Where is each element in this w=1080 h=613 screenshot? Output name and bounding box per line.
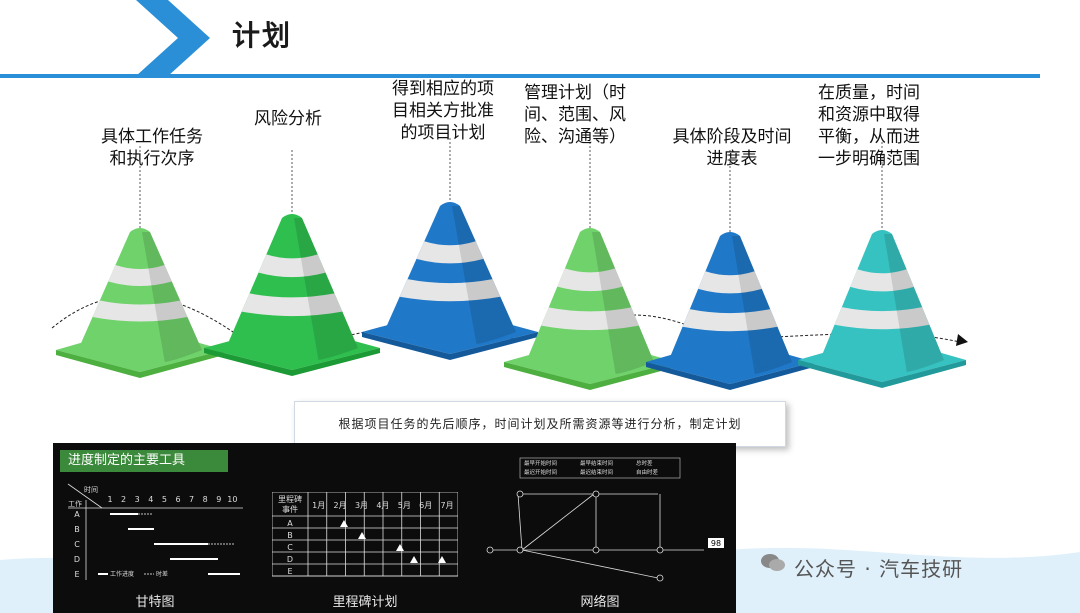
network-legend-6: 自由时差: [636, 468, 659, 476]
gantt-corner-bottom: 工作: [68, 499, 82, 508]
cone-label-5: 具体阶段及时间进度表: [672, 127, 792, 169]
cone-label-1: 具体工作任务和执行次序: [101, 127, 203, 169]
gantt-col-label: 8: [203, 495, 208, 504]
gantt-caption: 甘特图: [135, 595, 175, 610]
gantt-col-label: 5: [162, 495, 167, 504]
network-legend-3: 总时差: [636, 459, 653, 467]
network-legend-2: 最早结束时间: [580, 459, 613, 467]
network-node: [656, 546, 664, 554]
network-diagram: 最早开始时间 最早结束时间 总时差 最迟开始时间 最迟结束时间 自由时差 98: [486, 457, 724, 582]
cone-6: [798, 142, 966, 388]
gantt-row-label: A: [74, 510, 80, 519]
gantt-col-label: 9: [216, 495, 221, 504]
milestone-month: 1月: [312, 501, 325, 510]
milestone-mark: [340, 520, 348, 527]
cone-3: [362, 138, 538, 360]
gantt-col-label: 1: [107, 495, 112, 504]
header-divider: [0, 74, 1040, 78]
gantt-row-label: B: [74, 525, 80, 534]
gantt-row-label: D: [74, 555, 80, 564]
network-node: [486, 546, 494, 554]
milestone-mark: [358, 532, 366, 539]
milestone-mark: [396, 544, 404, 551]
gantt-col-label: 7: [189, 495, 194, 504]
gantt-legend-float: 时差: [156, 570, 168, 578]
gantt-corner-top: 时间: [84, 485, 98, 494]
network-legend-4: 最迟开始时间: [524, 468, 557, 476]
milestone-caption: 里程碑计划: [332, 595, 398, 610]
network-node: [656, 574, 664, 582]
cone-1: [56, 146, 224, 378]
chevron-logo-icon: [0, 0, 210, 80]
gantt-col-label: 2: [121, 495, 126, 504]
milestone-mark: [410, 556, 418, 563]
network-legend-1: 最早开始时间: [524, 459, 557, 467]
milestone-row-label: E: [287, 567, 292, 576]
cone-4: [504, 142, 676, 390]
network-node: [516, 490, 524, 498]
milestone-month: 5月: [398, 501, 411, 510]
milestone-row-label: D: [287, 555, 293, 564]
flow-arrow-icon: [956, 334, 968, 346]
network-caption: 网络图: [580, 595, 620, 610]
milestone-month: 4月: [376, 501, 389, 510]
milestone-month: 6月: [419, 501, 432, 510]
milestone-month: 2月: [334, 501, 347, 510]
milestone-head-1: 里程碑: [278, 494, 302, 504]
wechat-icon: [760, 552, 786, 574]
cone-label-3: 得到相应的项目相关方批准的项目计划: [392, 79, 494, 143]
tools-header: 进度制定的主要工具: [60, 450, 228, 472]
milestone-row-label: A: [287, 519, 293, 528]
milestone-head-2: 事件: [282, 504, 298, 514]
milestone-mark: [438, 556, 446, 563]
network-node: [516, 546, 524, 554]
milestone-row-label: C: [287, 543, 293, 552]
planning-note: 根据项目任务的先后顺序，时间计划及所需资源等进行分析，制定计划: [294, 401, 786, 447]
watermark-text: 公众号 · 汽车技研: [794, 557, 964, 581]
gantt-col-label: 6: [175, 495, 180, 504]
network-legend-5: 最迟结束时间: [580, 468, 613, 476]
gantt-row-label: C: [74, 540, 80, 549]
cone-5: [646, 150, 814, 390]
cone-label-2: 风险分析: [254, 109, 322, 129]
network-node: [592, 546, 600, 554]
gantt-col-label: 3: [135, 495, 140, 504]
gantt-row-label: E: [74, 570, 79, 579]
cone-2: [204, 150, 380, 376]
network-end-value: 98: [711, 539, 721, 548]
page-title: 计划: [232, 19, 293, 52]
cones-diagram: [51, 138, 968, 390]
gantt-legend-progress: 工作进度: [110, 570, 134, 578]
cone-label-6: 在质量，时间和资源中取得平衡，从而进一步明确范围: [818, 83, 920, 169]
milestone-row-label: B: [287, 531, 293, 540]
cone-label-4: 管理计划（时间、范围、风险、沟通等）: [524, 83, 626, 147]
milestone-month: 7月: [441, 501, 454, 510]
gantt-col-label: 4: [148, 495, 153, 504]
milestone-month: 3月: [355, 501, 368, 510]
gantt-col-label: 10: [227, 495, 237, 504]
network-node: [592, 490, 600, 498]
